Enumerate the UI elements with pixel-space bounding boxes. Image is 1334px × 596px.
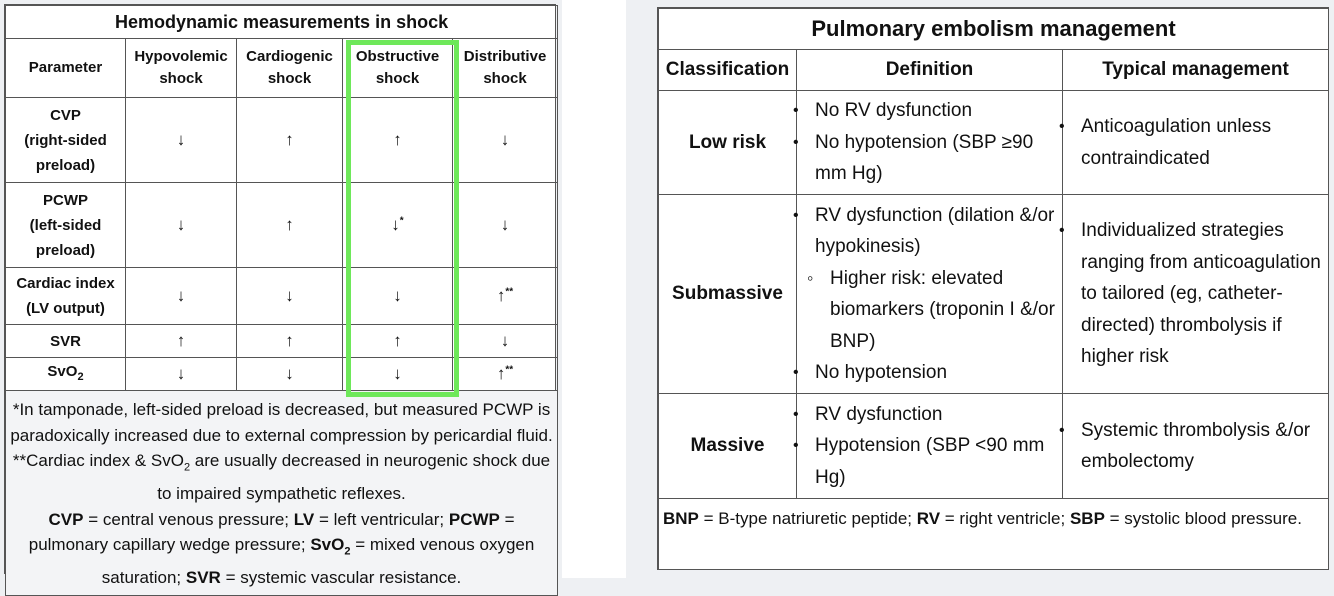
value-cell: ↑ <box>125 324 237 358</box>
value-cell: ↓ <box>125 357 237 391</box>
list-item: RV dysfunction (dilation &/or hypokinesi… <box>793 200 1058 263</box>
table-row: Massive RV dysfunction Hypotension (SBP … <box>658 393 1330 499</box>
value-cell: ↓ <box>125 97 237 183</box>
list-item: Individualized strategies ranging from a… <box>1059 215 1324 373</box>
list-item: No RV dysfunction <box>793 95 1058 127</box>
list-item: RV dysfunction <box>793 399 1058 431</box>
management-cell: Individualized strategies ranging from a… <box>1059 194 1330 394</box>
management-cell: Systemic thrombolysis &/or embolectomy <box>1059 393 1330 499</box>
value-cell: ↓ <box>451 324 559 358</box>
value-cell: ↑ <box>236 97 343 183</box>
table-row: Submassive RV dysfunction (dilation &/or… <box>658 194 1330 394</box>
value-cell: ↓ <box>236 267 343 325</box>
value-cell: ↑** <box>451 267 559 325</box>
abbreviations: BNP = B-type natriuretic peptide; RV = r… <box>657 498 1330 570</box>
hemodynamic-table: Hemodynamic measurements in shock Parame… <box>4 5 559 596</box>
table-title: Pulmonary embolism management <box>657 8 1330 50</box>
value-cell: ↑ <box>236 182 343 268</box>
footnote-neurogenic: **Cardiac index & SvO2 are usually decre… <box>12 451 551 504</box>
class-massive: Massive <box>658 393 797 499</box>
pe-management-panel: Pulmonary embolism management Classifica… <box>657 7 1330 570</box>
value-cell: ↑ <box>342 324 453 358</box>
list-item: Systemic thrombolysis &/or embolectomy <box>1059 415 1324 478</box>
value-cell: ↑** <box>451 357 559 391</box>
value-cell: ↓ <box>451 97 559 183</box>
value-cell: ↓ <box>342 267 453 325</box>
value-cell: ↓ <box>125 267 237 325</box>
hemodynamic-table-panel: Hemodynamic measurements in shock Parame… <box>4 4 559 596</box>
table-row: SvO2 ↓ ↓ ↓ ↑** <box>5 357 559 391</box>
list-item: No hypotension <box>793 357 1058 389</box>
definition-cell: RV dysfunction (dilation &/or hypokinesi… <box>793 194 1063 394</box>
param-cardiac-index: Cardiac index(LV output) <box>5 267 126 325</box>
header-classification: Classification <box>658 49 797 91</box>
class-low-risk: Low risk <box>658 90 797 195</box>
definition-cell: RV dysfunction Hypotension (SBP <90 mm H… <box>793 393 1063 499</box>
footnote-row: BNP = B-type natriuretic peptide; RV = r… <box>657 498 1330 570</box>
list-item: Anticoagulation unless contraindicated <box>1059 111 1324 174</box>
management-cell: Anticoagulation unless contraindicated <box>1059 90 1330 195</box>
definition-cell: No RV dysfunction No hypotension (SBP ≥9… <box>793 90 1063 195</box>
value-cell: ↓ <box>236 357 343 391</box>
table-row: Low risk No RV dysfunction No hypotensio… <box>658 90 1330 195</box>
value-cell: ↑ <box>342 97 453 183</box>
header-management: Typical management <box>1061 49 1330 91</box>
footnote-row: *In tamponade, left-sided preload is dec… <box>4 390 559 596</box>
panel-gap <box>562 0 626 578</box>
value-cell: ↑ <box>236 324 343 358</box>
header-row: Classification Definition Typical manage… <box>658 49 1330 91</box>
footnotes: *In tamponade, left-sided preload is dec… <box>4 390 559 596</box>
footnote-tamponade: *In tamponade, left-sided preload is dec… <box>10 400 553 445</box>
param-svr: SVR <box>5 324 126 358</box>
table-row: SVR ↑ ↑ ↑ ↓ <box>5 324 559 358</box>
abbreviations: CVP = central venous pressure; LV = left… <box>28 509 535 588</box>
pe-management-table: Pulmonary embolism management Classifica… <box>657 8 1330 570</box>
sub-list-item: Higher risk: elevated biomarkers (tropon… <box>807 263 1058 358</box>
table-row: Cardiac index(LV output) ↓ ↓ ↓ ↑** <box>5 267 559 325</box>
value-cell: ↓ <box>342 357 453 391</box>
list-item: No hypotension (SBP ≥90 mm Hg) <box>793 127 1058 190</box>
list-item: Hypotension (SBP <90 mm Hg) <box>793 430 1058 493</box>
value-cell: ↓* <box>342 182 453 268</box>
param-svo2: SvO2 <box>5 357 126 391</box>
class-submassive: Submassive <box>658 194 797 394</box>
header-parameter: Parameter <box>5 38 126 98</box>
value-cell: ↓ <box>125 182 237 268</box>
table-title: Hemodynamic measurements in shock <box>4 5 559 39</box>
header-definition: Definition <box>796 49 1063 91</box>
value-cell: ↓ <box>451 182 559 268</box>
